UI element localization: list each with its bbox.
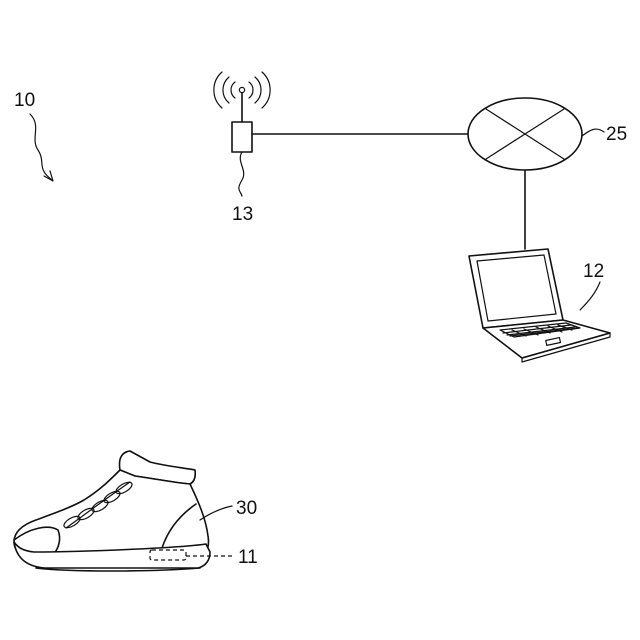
terminal-leader: [580, 282, 600, 310]
label-shoe: 30: [236, 498, 257, 519]
base-station: 13: [214, 72, 270, 225]
laptop-icon: 12: [469, 249, 610, 362]
system-reference: 10: [14, 90, 53, 181]
label-system: 10: [14, 90, 35, 111]
shoe-icon: 30 11: [14, 451, 258, 571]
system-leader-line: [30, 114, 52, 180]
shoe-leader: [200, 506, 232, 520]
label-network: 25: [606, 124, 627, 145]
label-terminal: 12: [583, 261, 604, 282]
network-leader: [582, 129, 604, 136]
base-station-body: [232, 122, 252, 152]
network: 25: [468, 98, 627, 170]
label-shoe-device: 11: [238, 547, 258, 568]
label-base-station: 13: [232, 204, 253, 225]
base-station-leader: [239, 152, 244, 196]
